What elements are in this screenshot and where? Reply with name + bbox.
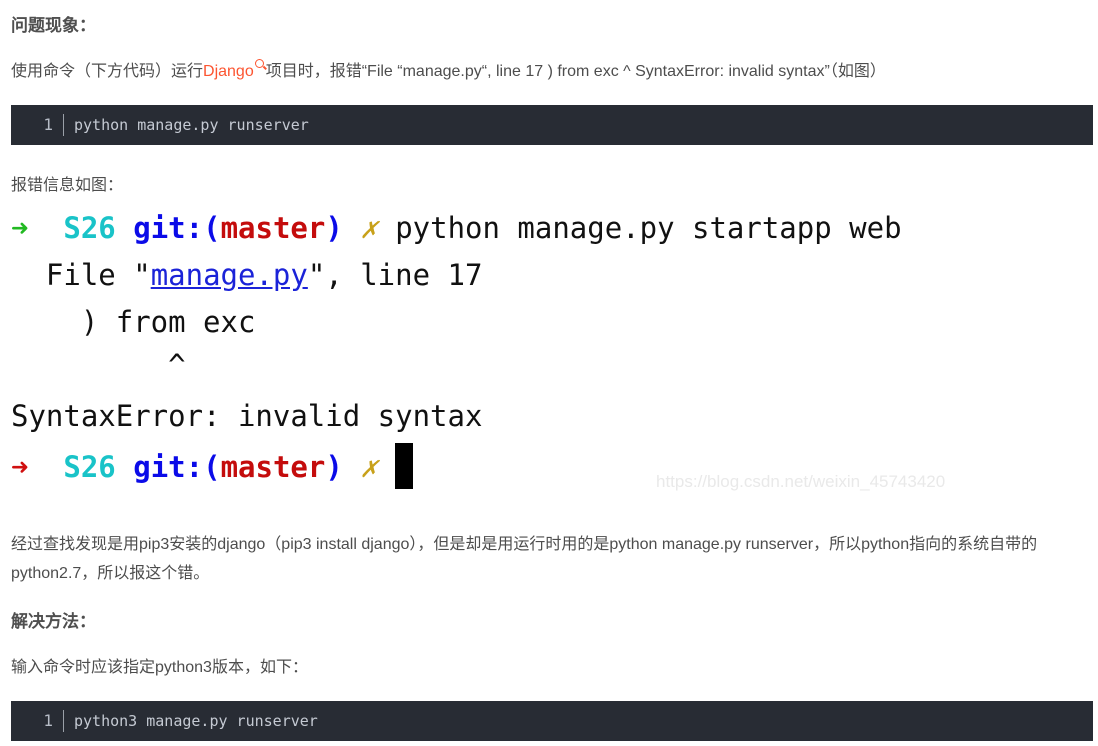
- terminal-screenshot: ➜ S26 git:(master) ✗ python manage.py st…: [11, 205, 1011, 495]
- solution-heading: 解决方法：: [11, 612, 96, 631]
- prompt-git-prefix: git:(: [133, 211, 221, 245]
- file-prefix: File ": [11, 258, 151, 292]
- terminal-line-from-exc: ) from exc: [11, 305, 256, 339]
- line-number: 1: [11, 710, 64, 732]
- dirty-mark-icon: ✗: [360, 211, 378, 245]
- terminal-cursor: [395, 443, 414, 489]
- explanation-text: 经过查找发现是用pip3安装的django（pip3 install djang…: [11, 536, 1038, 582]
- code-line[interactable]: python manage.py runserver: [74, 116, 309, 134]
- prompt-branch: master: [220, 450, 326, 484]
- code-block-original-command[interactable]: 1 python manage.py runserver: [11, 105, 1093, 145]
- prompt-git-prefix: git:(: [133, 450, 221, 484]
- dirty-mark-icon: ✗: [360, 450, 378, 484]
- error-info-label: 报错信息如图：: [11, 177, 124, 194]
- intro-text-before: 使用命令（下方代码）运行: [11, 63, 204, 80]
- prompt-dir: S26: [63, 211, 116, 245]
- line-number: 1: [11, 114, 64, 136]
- intro-text-after: 项目时，报错“File “manage.py“, line 17 ) from …: [265, 63, 886, 80]
- manage-py-link[interactable]: manage.py: [150, 258, 308, 292]
- prompt-dir: S26: [63, 450, 116, 484]
- problem-heading: 问题现象：: [11, 16, 96, 35]
- prompt-arrow-icon: ➜: [11, 450, 29, 484]
- terminal-line-file: File "manage.py", line 17: [11, 255, 483, 295]
- terminal-line-caret: ^: [11, 348, 186, 382]
- search-icon: [254, 59, 266, 70]
- django-link[interactable]: Django: [203, 59, 266, 80]
- problem-description: 使用命令（下方代码）运行Django 项目时，报错“File “manage.py…: [11, 59, 886, 85]
- code-block-fixed-command[interactable]: 1 python3 manage.py runserver: [11, 701, 1093, 741]
- prompt-branch: master: [220, 211, 326, 245]
- solution-instruction: 输入命令时应该指定python3版本，如下：: [11, 659, 308, 676]
- prompt-git-suffix: ): [325, 211, 343, 245]
- terminal-command: python manage.py startapp web: [395, 211, 902, 245]
- file-suffix: ", line 17: [307, 258, 483, 292]
- prompt-git-suffix: ): [325, 450, 343, 484]
- django-link-label: Django: [203, 63, 254, 80]
- code-line[interactable]: python3 manage.py runserver: [74, 712, 318, 730]
- prompt-arrow-icon: ➜: [11, 211, 29, 245]
- terminal-line-syntax-error: SyntaxError: invalid syntax: [11, 399, 483, 433]
- terminal-line-command: ➜ S26 git:(master) ✗ python manage.py st…: [11, 208, 902, 248]
- terminal-line-prompt: ➜ S26 git:(master) ✗: [11, 443, 414, 489]
- watermark: https://blog.csdn.net/weixin_45743420: [656, 472, 946, 491]
